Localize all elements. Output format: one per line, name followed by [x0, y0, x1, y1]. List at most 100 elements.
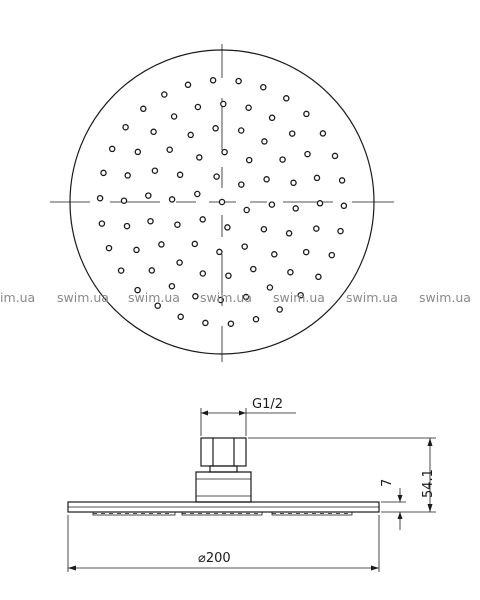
- nozzle-hole: [122, 123, 129, 131]
- watermark-row: im.ua swim.ua swim.ua swim.ua swim.ua sw…: [0, 290, 471, 305]
- thread-size-label: G1/2: [252, 397, 283, 412]
- nozzle-hole: [134, 148, 142, 156]
- diameter-label: ⌀200: [198, 551, 231, 566]
- nozzle-hole: [303, 110, 310, 118]
- nozzle-hole: [337, 227, 344, 235]
- nozzle-hole: [166, 146, 173, 153]
- nozzle-hole: [199, 270, 207, 277]
- nozzle-hole: [271, 251, 278, 258]
- nozzle-hole: [304, 150, 311, 158]
- nozzle-hole: [161, 91, 168, 98]
- nozzle-hole: [117, 267, 125, 274]
- nozzle-hole: [196, 154, 203, 161]
- nozzle-hole: [292, 205, 299, 212]
- top-view: [50, 44, 394, 362]
- nozzle-hole: [221, 148, 228, 156]
- nozzle-hole: [288, 130, 296, 137]
- nozzle-hole: [96, 194, 104, 202]
- nozzle-hole: [328, 251, 336, 259]
- nozzle-hole: [235, 77, 242, 85]
- nozzle-hole: [134, 286, 141, 294]
- plate-thickness-dimension: 7: [380, 479, 403, 530]
- nozzle-strip: [92, 511, 353, 516]
- watermark-text: swim.ua: [273, 290, 325, 305]
- nozzle-hole: [260, 225, 268, 233]
- nozzle-hole: [220, 100, 227, 108]
- nozzle-hole: [252, 315, 260, 323]
- nozzle-hole: [191, 240, 199, 248]
- nozzle-hole: [263, 176, 270, 183]
- nozzle-hole: [290, 179, 297, 187]
- nozzle-group: [96, 77, 348, 327]
- nozzle-hole: [237, 127, 245, 134]
- nozzle-hole: [194, 190, 201, 198]
- nozzle-hole: [176, 171, 184, 179]
- nozzle-hole: [283, 95, 290, 102]
- plate-thickness-label: 7: [380, 479, 395, 487]
- nozzle-hole: [238, 181, 245, 188]
- nozzle-hole: [194, 103, 202, 111]
- nozzle-hole: [150, 128, 157, 136]
- watermark-text: swim.ua: [128, 290, 180, 305]
- nozzle-hole: [316, 200, 324, 207]
- nozzle-hole: [100, 169, 107, 177]
- nozzle-hole: [225, 272, 232, 279]
- nozzle-hole: [213, 173, 220, 180]
- nozzle-hole: [212, 125, 219, 132]
- nozzle-hole: [279, 156, 286, 163]
- watermark-text: swim.ua: [57, 290, 109, 305]
- ball-joint: [195, 471, 252, 503]
- nozzle-hole: [340, 202, 348, 210]
- nozzle-hole: [313, 225, 320, 232]
- nozzle-hole: [319, 130, 327, 137]
- nozzle-hole: [120, 197, 128, 204]
- total-height-dimension: 54.1: [421, 438, 436, 512]
- nozzle-hole: [105, 244, 113, 252]
- nozzle-hole: [202, 319, 209, 327]
- watermark-text: im.ua: [0, 290, 35, 305]
- connector-nut: [200, 437, 247, 467]
- nozzle-hole: [147, 217, 154, 225]
- nozzle-hole: [148, 267, 156, 274]
- nozzle-hole: [268, 201, 276, 208]
- nozzle-hole: [331, 152, 339, 160]
- nozzle-hole: [98, 220, 106, 227]
- nozzle-hole: [151, 167, 159, 174]
- nozzle-hole: [154, 302, 161, 309]
- nozzle-hole: [260, 83, 267, 91]
- nozzle-hole: [243, 206, 250, 214]
- nozzle-hole: [174, 221, 181, 228]
- nozzle-hole: [140, 105, 147, 113]
- nozzle-hole: [218, 198, 226, 206]
- nozzle-hole: [145, 192, 152, 199]
- nozzle-hole: [242, 293, 250, 301]
- nozzle-hole: [168, 196, 176, 203]
- nozzle-hole: [170, 113, 178, 120]
- nozzle-hole: [241, 243, 248, 250]
- nozzle-hole: [245, 104, 252, 111]
- nozzle-hole: [192, 293, 199, 300]
- nozzle-hole: [168, 282, 176, 290]
- diameter-dimension: ⌀200: [67, 515, 380, 572]
- nozzle-hole: [302, 248, 310, 256]
- nozzle-hole: [123, 222, 131, 230]
- nozzle-hole: [313, 174, 321, 182]
- thread-dimension: G1/2: [200, 397, 296, 436]
- nozzle-hole: [187, 131, 194, 139]
- nozzle-hole: [227, 320, 235, 327]
- nozzle-hole: [276, 306, 283, 313]
- nozzle-hole: [261, 138, 268, 145]
- nozzle-hole: [297, 291, 304, 299]
- nozzle-hole: [108, 145, 116, 153]
- nozzle-hole: [268, 114, 276, 122]
- nozzle-hole: [209, 77, 217, 84]
- nozzle-hole: [133, 246, 140, 254]
- watermark-text: swim.ua: [200, 290, 252, 305]
- nozzle-hole: [176, 259, 183, 266]
- nozzle-hole: [338, 177, 346, 184]
- side-view: G1/2 ⌀200 54.1 7: [67, 397, 436, 572]
- nozzle-hole: [217, 296, 224, 304]
- watermark-text: swim.ua: [419, 290, 471, 305]
- nozzle-hole: [266, 284, 274, 291]
